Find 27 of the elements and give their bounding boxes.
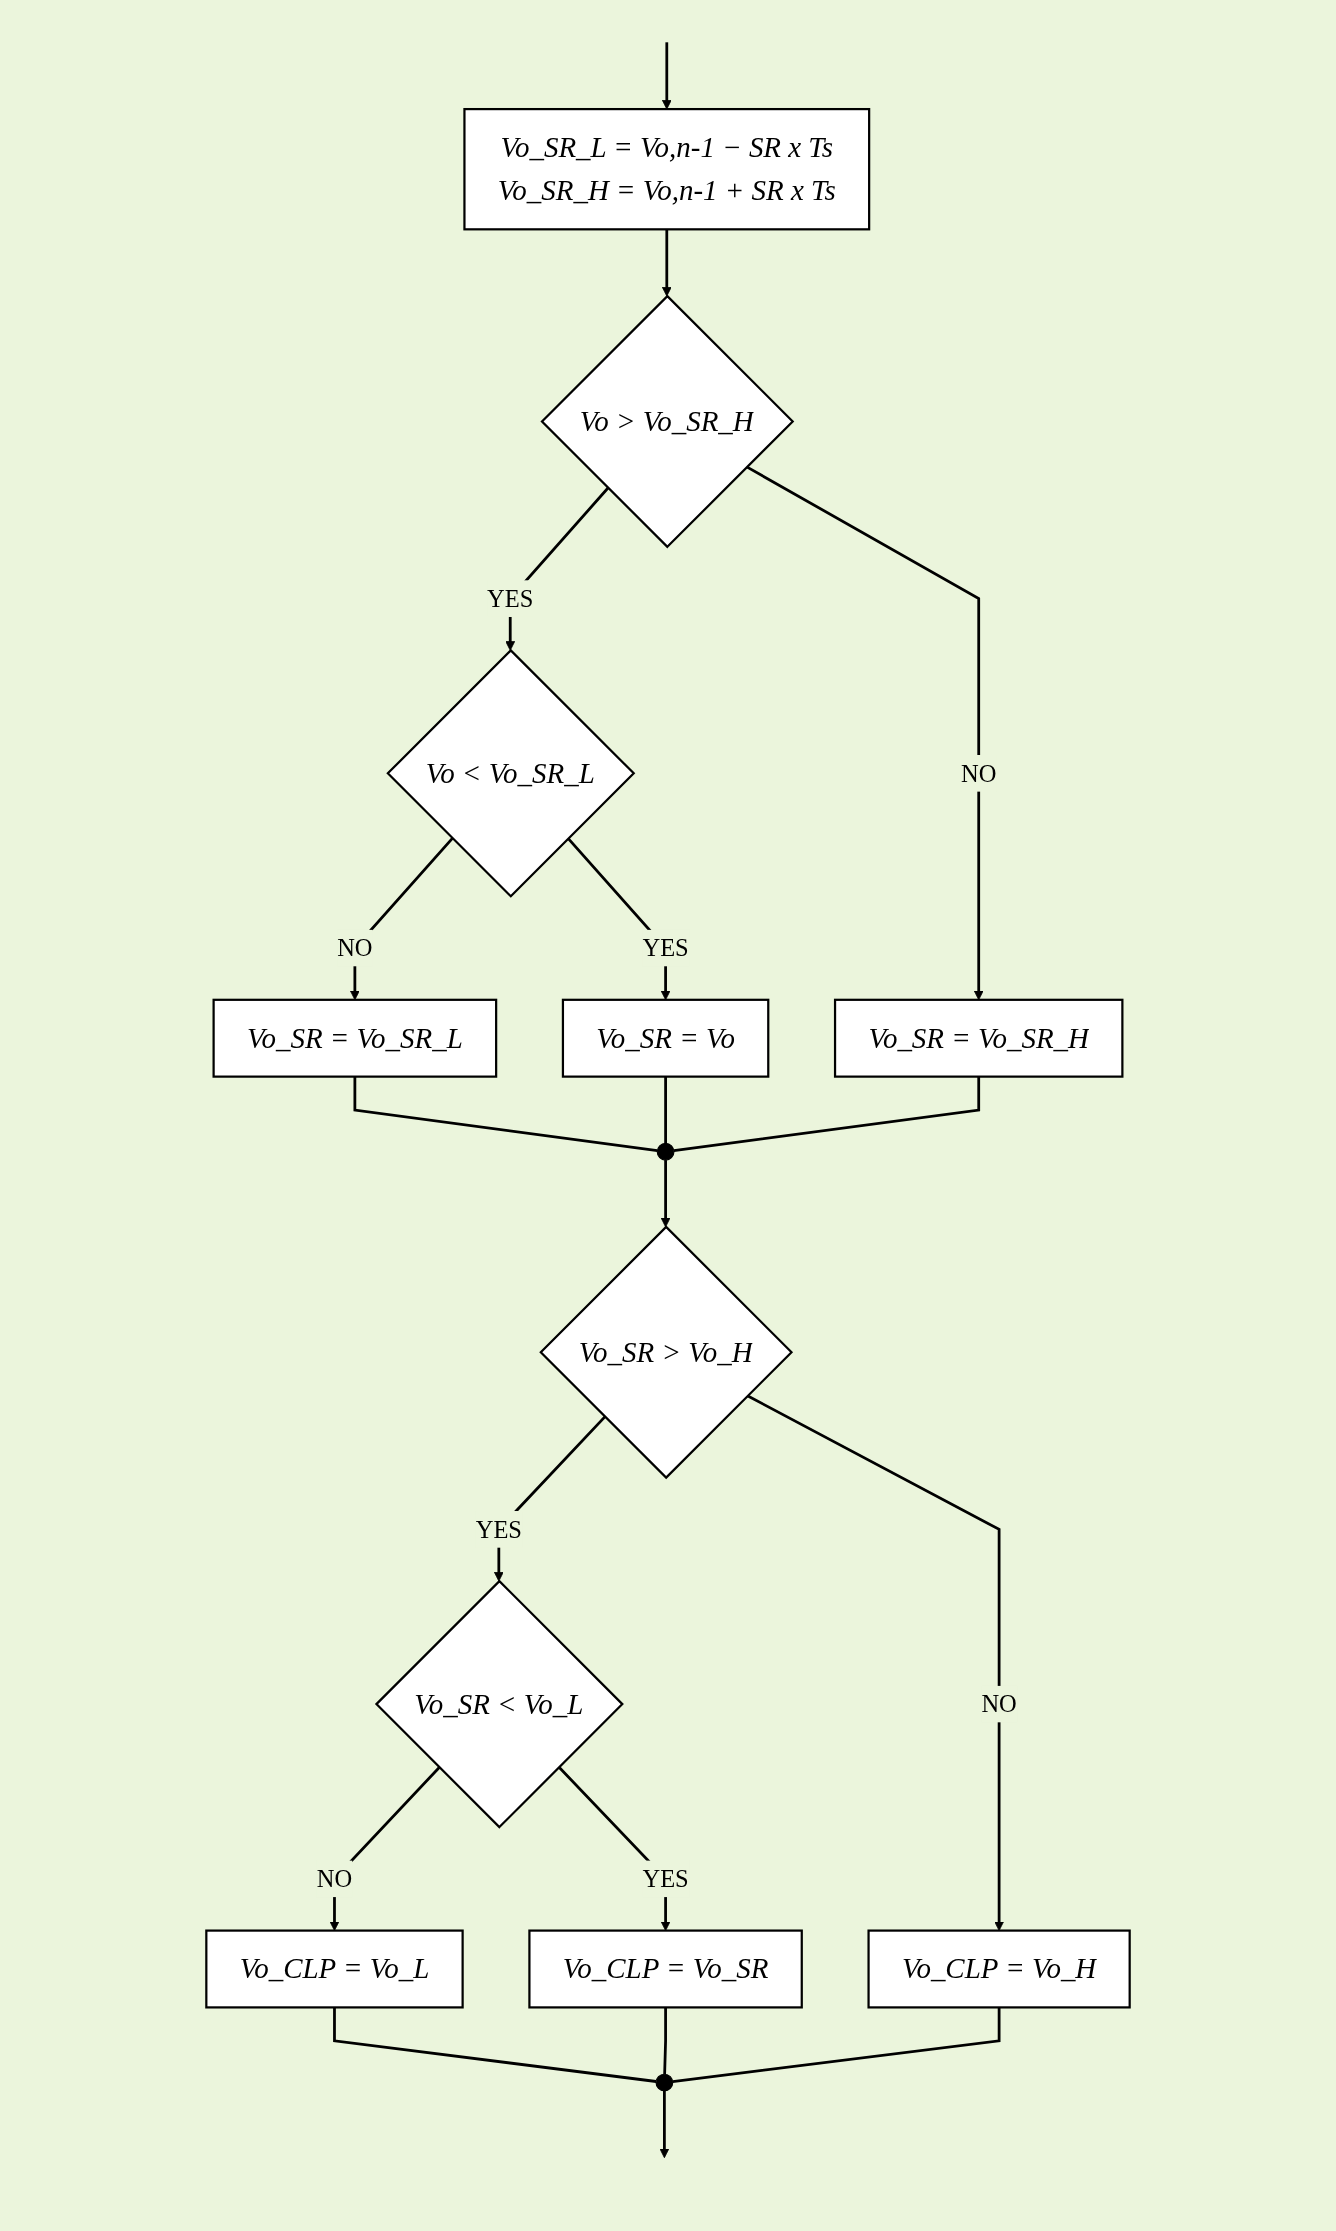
edge-label: NO (337, 934, 373, 962)
node-circle (655, 2073, 674, 2092)
arrow (661, 229, 672, 297)
node-diamond: Vo < Vo_SR_L (386, 648, 636, 898)
edge-label: YES (642, 1864, 689, 1893)
node-box: Vo_SR = Vo (561, 998, 770, 1078)
connector (333, 2007, 657, 2083)
connector (663, 2007, 667, 2075)
edge-label: NO (981, 1690, 1017, 1719)
arrow (659, 2090, 670, 2159)
edge-label: YES (487, 584, 534, 613)
connector (664, 1076, 667, 1144)
node-box: Vo_CLP = Vo_SR (528, 1929, 803, 2009)
node-box: Vo_SR = Vo_SR_L (212, 998, 498, 1078)
edge-label: YES (475, 1515, 522, 1544)
edge-label: YES (642, 934, 689, 962)
connector (672, 2007, 1001, 2083)
arrow (661, 42, 672, 110)
edge-label: NO (316, 1864, 353, 1893)
node-box: Vo_SR_L = Vo,n-1 − SR x Ts Vo_SR_H = Vo,n-1 + SR x Ts (463, 108, 871, 231)
edge-label: NO (961, 759, 997, 788)
node-diamond: Vo_SR < Vo_L (374, 1579, 624, 1829)
node-box: Vo_CLP = Vo_L (205, 1929, 464, 2009)
node-circle (656, 1142, 675, 1161)
connector (673, 1076, 981, 1153)
arrow (660, 1160, 671, 1228)
connector (353, 1076, 658, 1153)
